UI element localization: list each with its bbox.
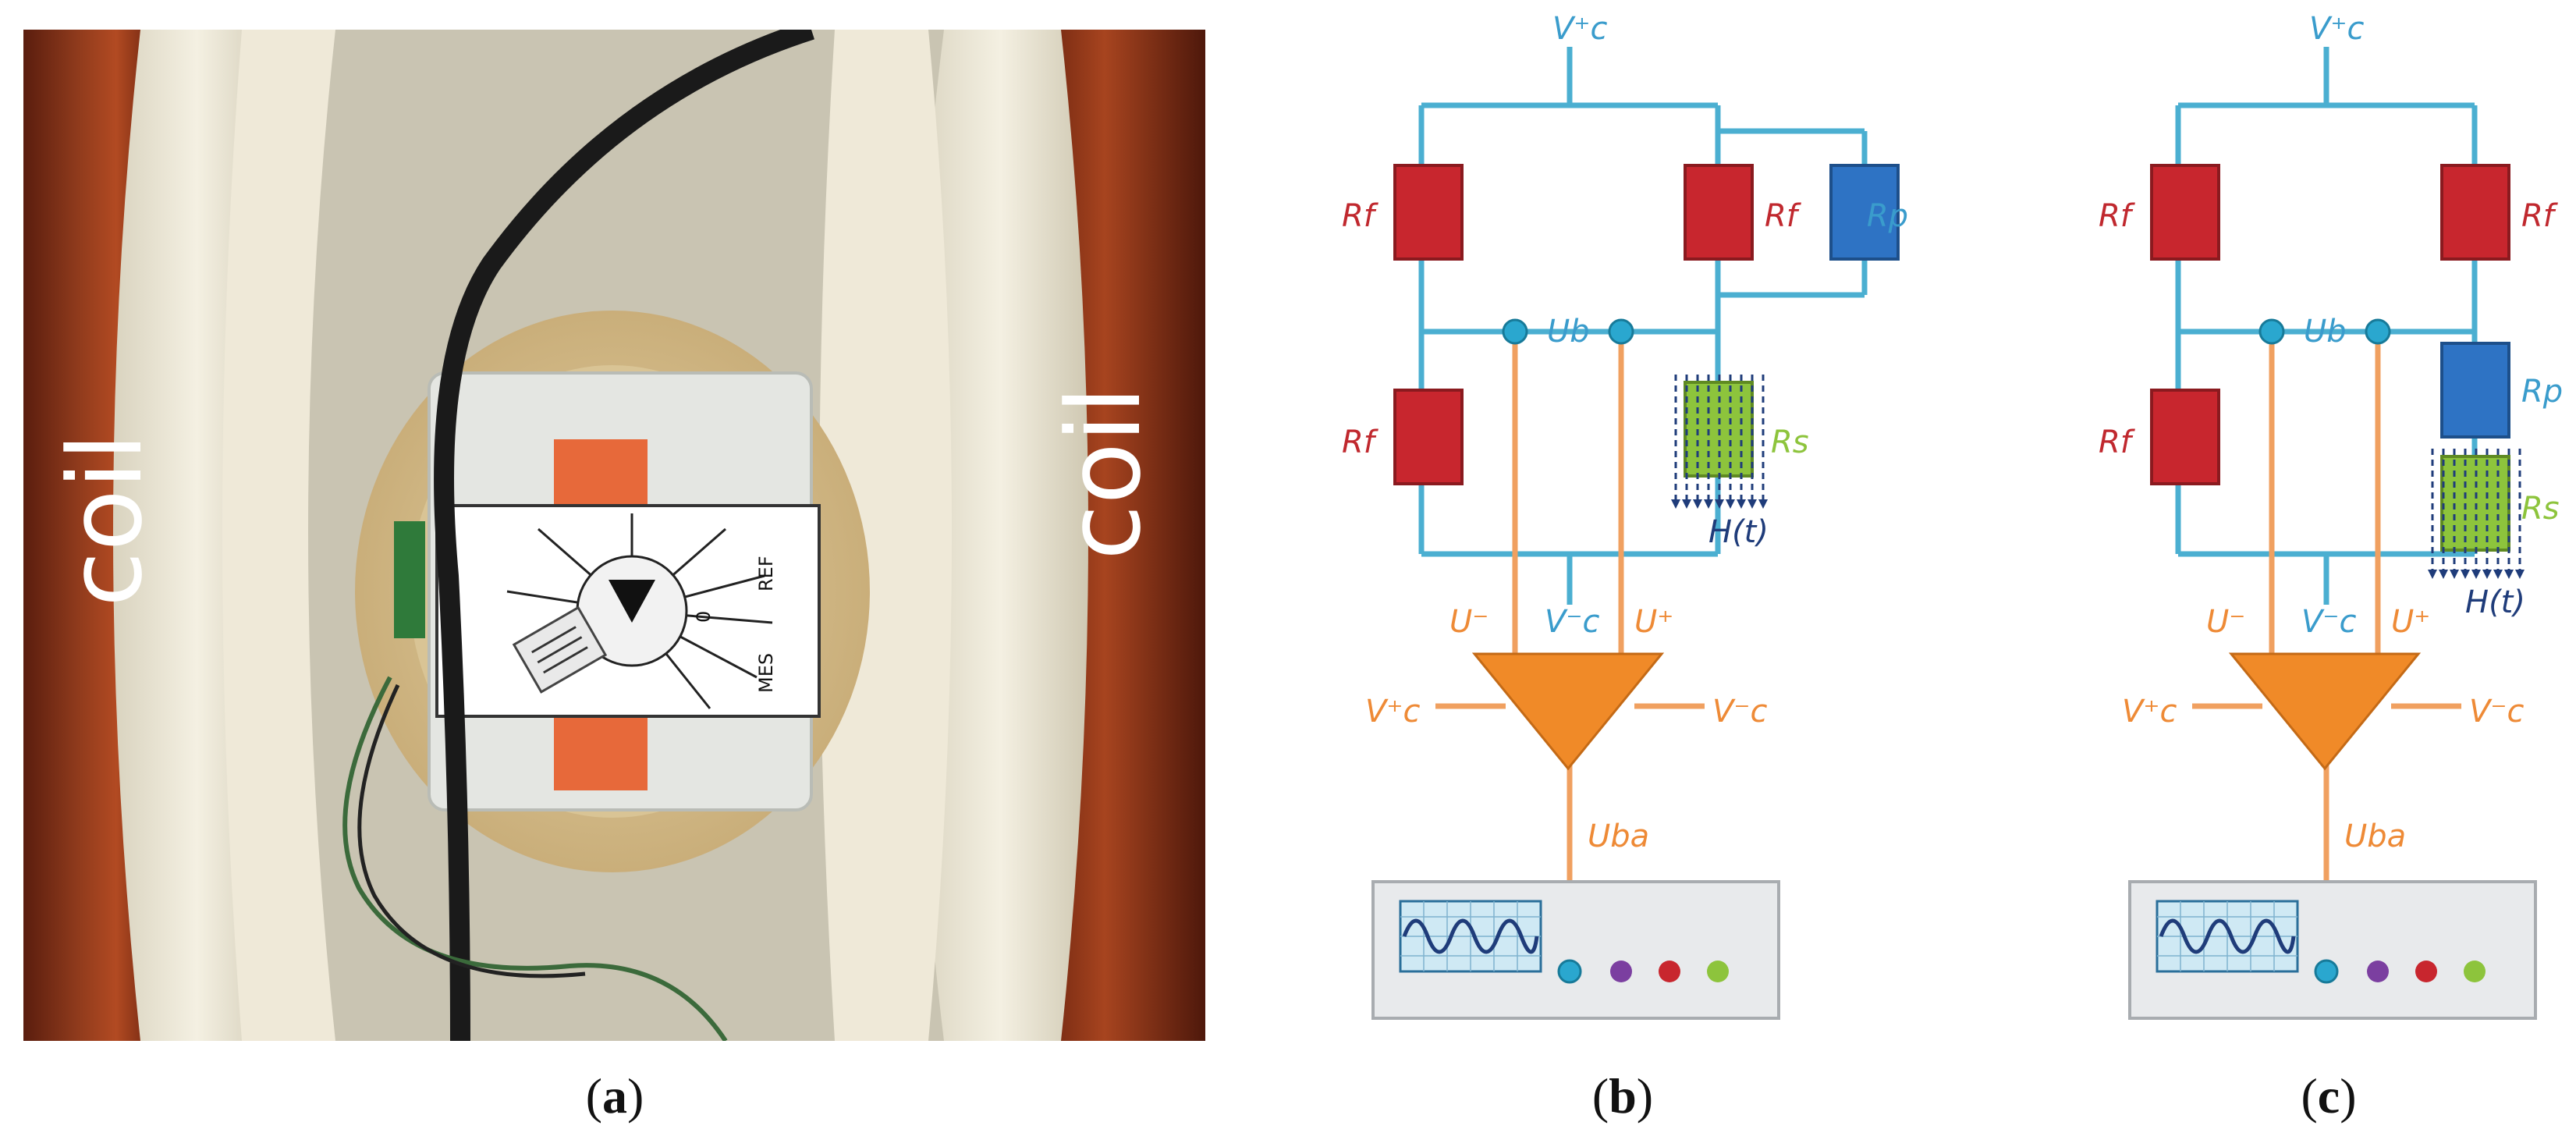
photo-panel-a: REF MES 0 coil coil bbox=[23, 30, 1205, 1041]
label-vc-minus-bottom: V⁻c bbox=[2301, 604, 2356, 640]
ub-node-left bbox=[2258, 318, 2285, 345]
label-u-plus: U⁺ bbox=[2391, 604, 2430, 640]
differential-amplifier bbox=[1471, 652, 1665, 771]
label-rf-top-left: Rf bbox=[1342, 198, 1379, 234]
oscilloscope bbox=[2128, 880, 2537, 1020]
resistor-rf-top-left bbox=[1393, 164, 1464, 261]
resistor-rf-top-right bbox=[1684, 164, 1754, 261]
oscilloscope bbox=[1371, 880, 1780, 1020]
resistor-rp bbox=[1829, 164, 1900, 261]
resistor-rf-top-right bbox=[2440, 164, 2510, 261]
label-u-minus: U⁻ bbox=[2206, 604, 2245, 640]
label-rp: Rp bbox=[2521, 374, 2563, 410]
dial-label-mes: MES bbox=[755, 653, 777, 693]
resistor-rf-bottom-left bbox=[2150, 389, 2220, 485]
caption-b: (b) bbox=[1591, 1068, 1654, 1124]
ub-node-right bbox=[1608, 318, 1634, 345]
ub-node-right bbox=[2365, 318, 2391, 345]
label-rf-top-right: Rf bbox=[2521, 198, 2559, 234]
label-vc-minus-bottom: V⁻c bbox=[1545, 604, 1599, 640]
label-u-plus: U⁺ bbox=[1634, 604, 1673, 640]
photo-illustration: REF MES 0 coil coil bbox=[23, 30, 1205, 1041]
circuit-diagram-b: V⁺c Rf Rf Rf Rp Rs Ub H(t) U⁻ V⁻c U⁺ V⁺c… bbox=[1318, 0, 1927, 1046]
label-h-field: H(t) bbox=[1708, 514, 1769, 550]
label-ub: Ub bbox=[1547, 314, 1590, 350]
label-uba: Uba bbox=[2344, 819, 2406, 854]
caption-a: (a) bbox=[585, 1068, 644, 1124]
label-rs: Rs bbox=[1771, 424, 1809, 460]
magnetic-field-arrows bbox=[1674, 375, 1765, 499]
label-rf-bottom-left: Rf bbox=[2099, 424, 2136, 460]
resistor-rf-bottom-left bbox=[1393, 389, 1464, 485]
resistor-rf-top-left bbox=[2150, 164, 2220, 261]
label-u-minus: U⁻ bbox=[1449, 604, 1488, 640]
caption-c: (c) bbox=[2301, 1068, 2357, 1124]
magnetic-field-arrows bbox=[2431, 449, 2521, 570]
coil-label-left: coil bbox=[46, 433, 165, 607]
label-h-field: H(t) bbox=[2465, 584, 2525, 620]
label-rf-top-right: Rf bbox=[1765, 198, 1802, 234]
label-ub: Ub bbox=[2304, 314, 2347, 350]
label-vc-plus-top: V⁺c bbox=[1552, 11, 1607, 47]
label-rf-top-left: Rf bbox=[2099, 198, 2136, 234]
label-rf-bottom-left: Rf bbox=[1342, 424, 1379, 460]
label-rp: Rp bbox=[1867, 198, 1908, 234]
resistor-rp bbox=[2440, 342, 2510, 439]
differential-amplifier bbox=[2228, 652, 2422, 771]
dial-label-zero: 0 bbox=[693, 611, 715, 623]
ub-node-left bbox=[1502, 318, 1528, 345]
label-amp-vc-minus: V⁻c bbox=[2469, 694, 2524, 730]
circuit-diagram-c: V⁺c Rf Rf Rf Rp Rs Ub H(t) U⁻ V⁻c U⁺ V⁺c… bbox=[2075, 0, 2574, 1046]
label-uba: Uba bbox=[1588, 819, 1649, 854]
label-amp-vc-plus: V⁺c bbox=[1365, 694, 1420, 730]
label-amp-vc-minus: V⁻c bbox=[1712, 694, 1767, 730]
label-rs: Rs bbox=[2521, 491, 2560, 527]
label-amp-vc-plus: V⁺c bbox=[2122, 694, 2177, 730]
coil-label-right: coil bbox=[1045, 386, 1163, 560]
dial-label-ref: REF bbox=[755, 556, 777, 591]
label-vc-plus-top: V⁺c bbox=[2309, 11, 2364, 47]
